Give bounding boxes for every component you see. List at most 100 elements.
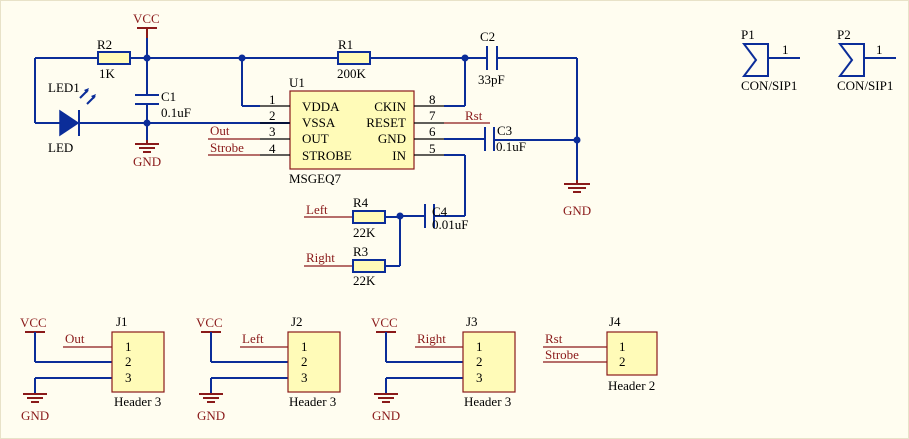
capacitor-c3[interactable]: C3 0.1uF: [484, 123, 526, 154]
c3-ref: C3: [497, 123, 512, 138]
header-j2[interactable]: VCC Left GND J2 1 2 3 Header 3: [196, 314, 341, 423]
j2-vcc-label: VCC: [196, 315, 223, 330]
j2-value: Header 3: [289, 394, 336, 409]
j1-pin2: 2: [125, 354, 132, 369]
j3-pin1: 1: [476, 339, 483, 354]
p1-ref: P1: [741, 27, 755, 42]
resistor-r4[interactable]: R4 22K: [352, 195, 386, 240]
r4-ref: R4: [353, 195, 369, 210]
j3-net-label: Right: [417, 331, 446, 346]
j1-net-label: Out: [65, 331, 85, 346]
led-led1[interactable]: LED1 LED: [48, 80, 96, 155]
j2-pin2: 2: [301, 354, 308, 369]
u1-pin8-name: CKIN: [374, 99, 406, 114]
u1-pin4-num: 4: [269, 141, 276, 156]
j1-vcc-label: VCC: [20, 315, 47, 330]
header-j1[interactable]: VCC Out GND J1 1 2 3 Header 3: [20, 314, 165, 423]
net-label-out-u1: Out: [210, 123, 230, 138]
u1-pin5-name: IN: [392, 148, 406, 163]
connector-p1[interactable]: P1 1 CON/SIP1: [741, 27, 800, 93]
u1-pin1-num: 1: [269, 92, 276, 107]
net-label-right-r3: Right: [306, 250, 335, 265]
capacitor-c2[interactable]: C2 33pF: [478, 29, 505, 87]
j3-gnd-label: GND: [372, 408, 400, 423]
j2-pin1: 1: [301, 339, 308, 354]
net-label-rst-u1: Rst: [465, 108, 483, 123]
j4-pin1: 1: [619, 339, 626, 354]
u1-pin1-name: VDDA: [302, 99, 340, 114]
connector-p2[interactable]: P2 1 CON/SIP1: [837, 27, 896, 93]
capacitor-c1[interactable]: C1 0.1uF: [135, 89, 191, 120]
r2-value: 1K: [99, 66, 116, 81]
j2-pin3: 3: [301, 370, 308, 385]
r4-value: 22K: [353, 225, 376, 240]
r3-ref: R3: [353, 244, 368, 259]
r1-ref: R1: [338, 37, 353, 52]
j3-ref: J3: [466, 314, 478, 329]
p1-value: CON/SIP1: [741, 78, 797, 93]
c1-ref: C1: [161, 89, 176, 104]
j4-pin2: 2: [619, 354, 626, 369]
c4-ref: C4: [432, 204, 448, 219]
u1-pin8-num: 8: [429, 92, 436, 107]
c1-value: 0.1uF: [161, 105, 191, 120]
led1-value: LED: [48, 140, 73, 155]
c2-value: 33pF: [478, 72, 505, 87]
u1-ref: U1: [289, 75, 305, 90]
j2-gnd-label: GND: [197, 408, 225, 423]
u1-pin3-name: OUT: [302, 131, 329, 146]
c4-value: 0.01uF: [432, 217, 468, 232]
p2-pin-num: 1: [876, 42, 883, 57]
j3-value: Header 3: [464, 394, 511, 409]
led1-ref: LED1: [48, 80, 80, 95]
gnd-symbol-right: GND: [563, 180, 591, 218]
u1-part: MSGEQ7: [289, 171, 342, 186]
header-j4[interactable]: Rst Strobe J4 1 2 Header 2: [543, 314, 658, 393]
u1-pin6-name: GND: [378, 131, 406, 146]
j3-pin2: 2: [476, 354, 483, 369]
j4-net-label-rst: Rst: [545, 331, 563, 346]
r1-value: 200K: [337, 66, 367, 81]
p2-value: CON/SIP1: [837, 78, 893, 93]
p2-ref: P2: [837, 27, 851, 42]
gnd-symbol-c1: GND: [133, 140, 161, 169]
j4-value: Header 2: [608, 378, 655, 393]
u1-pin5-num: 5: [429, 141, 436, 156]
p1-pin-num: 1: [782, 42, 789, 57]
u1-pin3-num: 3: [269, 124, 276, 139]
net-label-strobe-u1: Strobe: [210, 140, 244, 155]
j1-value: Header 3: [114, 394, 161, 409]
u1-pin7-num: 7: [429, 108, 436, 123]
u1-pin2-num: 2: [269, 108, 276, 123]
resistor-r3[interactable]: R3 22K: [352, 244, 386, 288]
j4-net-label-strobe: Strobe: [545, 347, 579, 362]
gnd-label-right: GND: [563, 203, 591, 218]
j2-ref: J2: [291, 314, 303, 329]
vcc-label-top: VCC: [133, 11, 160, 26]
j1-pin1: 1: [125, 339, 132, 354]
net-label-left-r4: Left: [306, 202, 328, 217]
gnd-label-c1: GND: [133, 154, 161, 169]
j4-ref: J4: [609, 314, 621, 329]
c2-ref: C2: [480, 29, 495, 44]
u1-pin4-name: STROBE: [302, 148, 352, 163]
j1-gnd-label: GND: [21, 408, 49, 423]
j3-pin3: 3: [476, 370, 483, 385]
j2-net-label: Left: [242, 331, 264, 346]
j1-pin3: 3: [125, 370, 132, 385]
u1-pin2-name: VSSA: [302, 115, 336, 130]
j3-vcc-label: VCC: [371, 315, 398, 330]
r2-ref: R2: [97, 37, 112, 52]
resistor-r2[interactable]: R2 1K: [97, 37, 131, 81]
r3-value: 22K: [353, 273, 376, 288]
u1-pin7-name: RESET: [366, 115, 406, 130]
c3-value: 0.1uF: [496, 139, 526, 154]
capacitor-c4[interactable]: C4 0.01uF: [424, 204, 468, 232]
resistor-r1[interactable]: R1 200K: [337, 37, 371, 81]
ic-u1-msgeq7[interactable]: U1 MSGEQ7 1 2 3 4 VDDA VSSA OUT STROBE 8…: [260, 75, 444, 186]
u1-pin6-num: 6: [429, 124, 436, 139]
vcc-symbol-top: VCC: [133, 11, 160, 38]
header-j3[interactable]: VCC Right GND J3 1 2 3 Header 3: [371, 314, 516, 423]
j1-ref: J1: [116, 314, 128, 329]
